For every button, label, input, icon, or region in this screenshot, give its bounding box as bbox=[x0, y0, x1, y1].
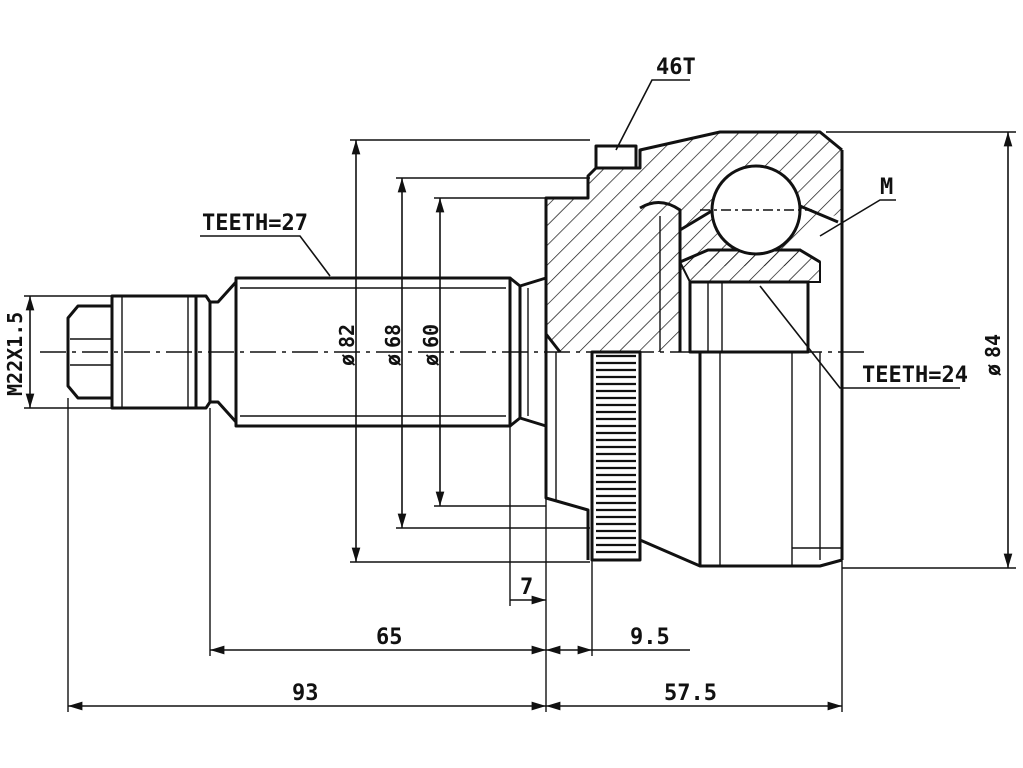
length-dims bbox=[67, 398, 843, 712]
label-dim-93: 93 bbox=[292, 681, 319, 706]
svg-text:60: 60 bbox=[419, 324, 443, 348]
label-dia-60: ø 60 bbox=[419, 324, 443, 366]
label-teeth-27: TEETH=27 bbox=[202, 211, 308, 236]
svg-text:ø: ø bbox=[381, 354, 405, 366]
label-dia-84: ø 84 bbox=[981, 334, 1005, 376]
svg-text:84: 84 bbox=[981, 334, 1005, 358]
label-teeth-24: TEETH=24 bbox=[862, 363, 968, 388]
label-46t: 46T bbox=[656, 55, 696, 80]
abs-ring-teeth bbox=[596, 354, 636, 554]
label-dia-68: ø 68 bbox=[381, 324, 405, 366]
svg-text:ø: ø bbox=[419, 354, 443, 366]
svg-text:ø: ø bbox=[981, 364, 1005, 376]
label-dim-7: 7 bbox=[520, 575, 533, 600]
threaded-end bbox=[66, 280, 238, 424]
bell-exterior-lower bbox=[544, 350, 843, 568]
label-thread: M22X1.5 bbox=[3, 312, 27, 396]
label-dim-65: 65 bbox=[376, 625, 403, 650]
label-dim-9-5: 9.5 bbox=[630, 625, 670, 650]
svg-text:82: 82 bbox=[335, 324, 359, 348]
label-dim-57-5: 57.5 bbox=[664, 681, 717, 706]
svg-text:68: 68 bbox=[381, 324, 405, 348]
svg-text:ø: ø bbox=[335, 354, 359, 366]
leader-lines bbox=[200, 79, 960, 389]
inner-race bbox=[639, 164, 839, 354]
label-dia-82: ø 82 bbox=[335, 324, 359, 366]
diameter-dims bbox=[24, 131, 1016, 569]
label-m: M bbox=[880, 175, 893, 200]
